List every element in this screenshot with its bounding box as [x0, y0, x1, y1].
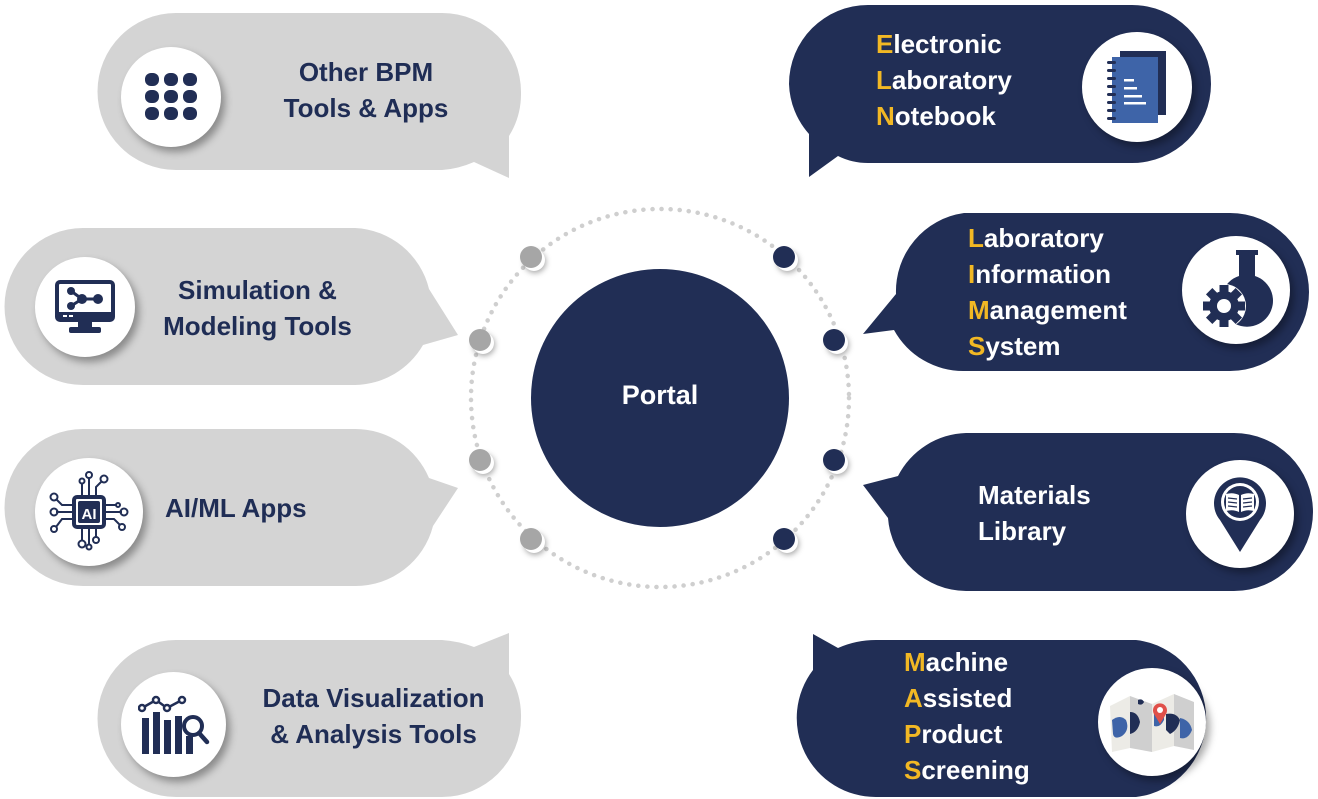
- icon-circle: [1098, 668, 1206, 776]
- connector-node-simulation: [469, 329, 491, 351]
- bubble-shape: [4, 228, 459, 385]
- portal-circle[interactable]: [531, 269, 789, 527]
- label-line: Data Visualization: [262, 683, 485, 713]
- acronym-initial: E: [876, 29, 894, 59]
- bubble-lims[interactable]: Laboratory Information Management System: [860, 212, 1315, 374]
- icon-circle: [121, 47, 221, 147]
- bubble-ai-ml[interactable]: AI AI/ML Apps: [4, 428, 465, 588]
- bubble-shape: [97, 13, 522, 178]
- word-remainder: ssisted: [922, 683, 1013, 713]
- label-line: Machine: [904, 644, 1030, 680]
- label-line: System: [968, 328, 1127, 364]
- bubble-label: Other BPM Tools & Apps: [236, 54, 496, 126]
- icon-circle: [1182, 236, 1290, 344]
- icon-circle: AI: [35, 458, 143, 566]
- svg-text:AI: AI: [82, 506, 97, 523]
- word-remainder: otebook: [894, 101, 996, 131]
- connector-node-ai-ml: [469, 449, 491, 471]
- label-line: Information: [968, 256, 1127, 292]
- connector-node-materials-library: [823, 449, 845, 471]
- word-remainder: roduct: [921, 719, 1003, 749]
- acronym-initial: N: [876, 101, 895, 131]
- label-line: Assisted: [904, 680, 1030, 716]
- bubble-label: Simulation & Modeling Tools: [145, 272, 370, 344]
- icon-circle: [1082, 32, 1192, 142]
- connector-node-maps: [773, 528, 795, 550]
- ai-chip-icon: AI: [49, 471, 129, 551]
- label-line: Electronic: [876, 26, 1012, 62]
- app-grid-icon: [145, 73, 197, 120]
- flask-gear-icon: [1202, 250, 1273, 328]
- label-line: Materials: [978, 480, 1091, 510]
- bubble-data-viz[interactable]: Data Visualization & Analysis Tools: [96, 630, 526, 798]
- acronym-initial: L: [968, 223, 984, 253]
- word-remainder: achine: [925, 647, 1009, 677]
- label-line: Library: [978, 516, 1067, 546]
- bubble-label: AI/ML Apps: [165, 490, 365, 526]
- acronym-initial: M: [904, 647, 926, 677]
- label-line: & Analysis Tools: [270, 719, 477, 749]
- notebook-icon: [1107, 51, 1166, 123]
- icon-circle: [121, 672, 226, 777]
- bubble-maps[interactable]: Machine Assisted Product Screening: [796, 632, 1221, 798]
- acronym-initial: L: [876, 65, 892, 95]
- word-remainder: ystem: [985, 331, 1061, 361]
- bubble-label: Data Visualization & Analysis Tools: [236, 680, 511, 752]
- label-line: Product: [904, 716, 1030, 752]
- connector-node-eln: [773, 246, 795, 268]
- word-remainder: lectronic: [893, 29, 1002, 59]
- icon-circle: [35, 257, 135, 357]
- connector-node-lims: [823, 329, 845, 351]
- dotted-ring: [468, 206, 852, 590]
- chart-magnifier-icon: [137, 695, 209, 754]
- acronym-initial: A: [904, 683, 923, 713]
- acronym-initial: S: [904, 755, 922, 785]
- label-line: AI/ML Apps: [165, 493, 307, 523]
- label-line: Tools & Apps: [283, 93, 449, 123]
- bubble-label: Materials Library: [978, 477, 1091, 549]
- acronym-initial: I: [968, 259, 976, 289]
- label-line: Laboratory: [968, 220, 1127, 256]
- label-line: Notebook: [876, 98, 1012, 134]
- word-remainder: creening: [921, 755, 1030, 785]
- label-line: Simulation &: [178, 275, 337, 305]
- bubble-label: Machine Assisted Product Screening: [904, 644, 1030, 788]
- monitor-network-icon: [55, 280, 115, 333]
- acronym-initial: S: [968, 331, 986, 361]
- portal-label: Portal: [621, 380, 699, 410]
- icon-circle: [1186, 460, 1294, 568]
- label-line: Management: [968, 292, 1127, 328]
- book-pin-icon: [1214, 477, 1266, 552]
- map-pin-icon: [1110, 694, 1194, 752]
- bubble-materials-library[interactable]: Materials Library: [860, 432, 1315, 594]
- label-line: Screening: [904, 752, 1030, 788]
- bubble-label: Laboratory Information Management System: [968, 220, 1127, 364]
- word-remainder: nformation: [975, 259, 1111, 289]
- bubble-shape: [796, 634, 1207, 798]
- bubble-eln[interactable]: Electronic Laboratory Notebook: [788, 4, 1213, 180]
- label-line: Other BPM: [298, 57, 434, 87]
- acronym-initial: M: [968, 295, 990, 325]
- label-line: Modeling Tools: [163, 311, 352, 341]
- word-remainder: aboratory: [891, 65, 1012, 95]
- acronym-initial: P: [904, 719, 922, 749]
- label-line: Laboratory: [876, 62, 1012, 98]
- bubble-simulation[interactable]: Simulation & Modeling Tools: [4, 227, 465, 387]
- bubble-label: Electronic Laboratory Notebook: [876, 26, 1012, 134]
- connector-node-other-bpm: [520, 246, 542, 268]
- word-remainder: anagement: [989, 295, 1127, 325]
- connector-node-data-viz: [520, 528, 542, 550]
- word-remainder: aboratory: [983, 223, 1104, 253]
- bubble-other-bpm[interactable]: Other BPM Tools & Apps: [96, 12, 526, 180]
